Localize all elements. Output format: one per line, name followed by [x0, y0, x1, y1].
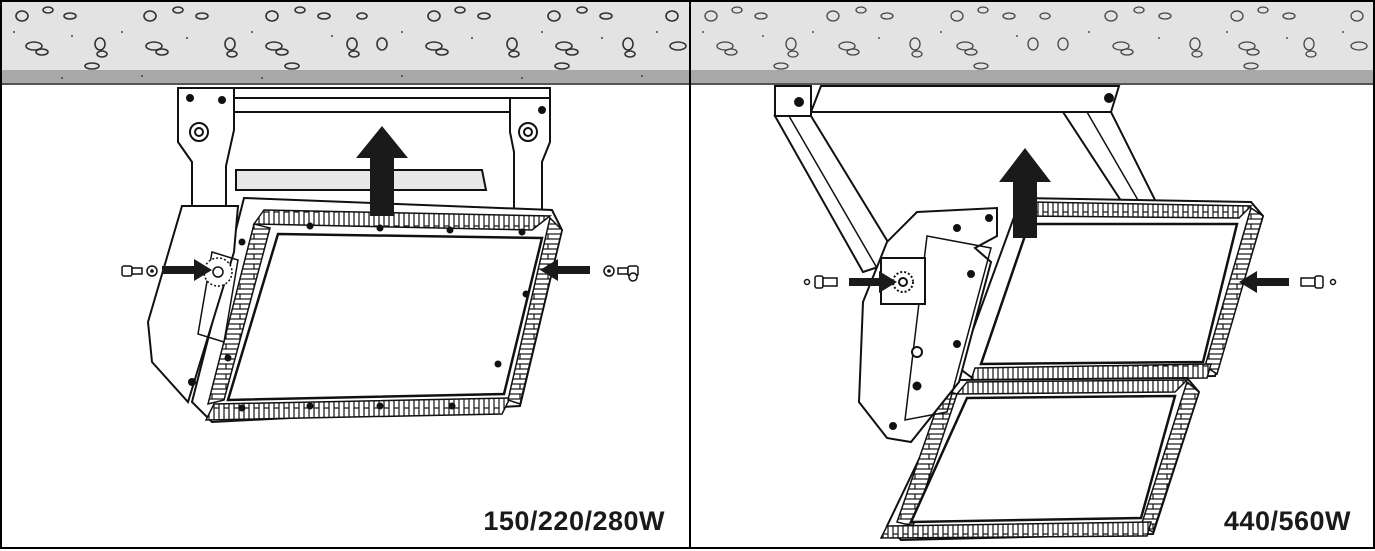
wattage-label: 440/560W: [1223, 506, 1351, 536]
panel-150-220-280w: 150/220/280W: [0, 0, 691, 549]
yoke: [857, 206, 998, 444]
wattage-label: 150/220/280W: [483, 506, 665, 536]
bolt-icon: [121, 265, 143, 277]
diagram-svg-left: [2, 2, 689, 424]
ceiling-texture: [691, 2, 1373, 85]
left-arrow-icon: [1239, 271, 1289, 293]
washer-icon: [146, 265, 158, 277]
bolt-icon: [617, 265, 639, 282]
luminaire: [879, 376, 1201, 542]
luminaire: [957, 196, 1265, 382]
up-arrow-icon: [356, 126, 408, 216]
bolt-icon: [803, 275, 838, 289]
ceiling-texture: [2, 2, 689, 85]
left-arrow-icon: [540, 259, 590, 281]
right-arrow-icon: [162, 259, 212, 281]
panel-440-560w: 440/560W: [689, 0, 1375, 549]
luminaire: [146, 196, 564, 424]
bracket: [773, 85, 1163, 274]
washer-icon: [603, 265, 615, 277]
right-arrow-icon: [849, 271, 897, 293]
bolt-icon: [1300, 275, 1337, 289]
up-arrow-icon: [999, 148, 1051, 238]
diagram-svg-right: [691, 2, 1373, 542]
